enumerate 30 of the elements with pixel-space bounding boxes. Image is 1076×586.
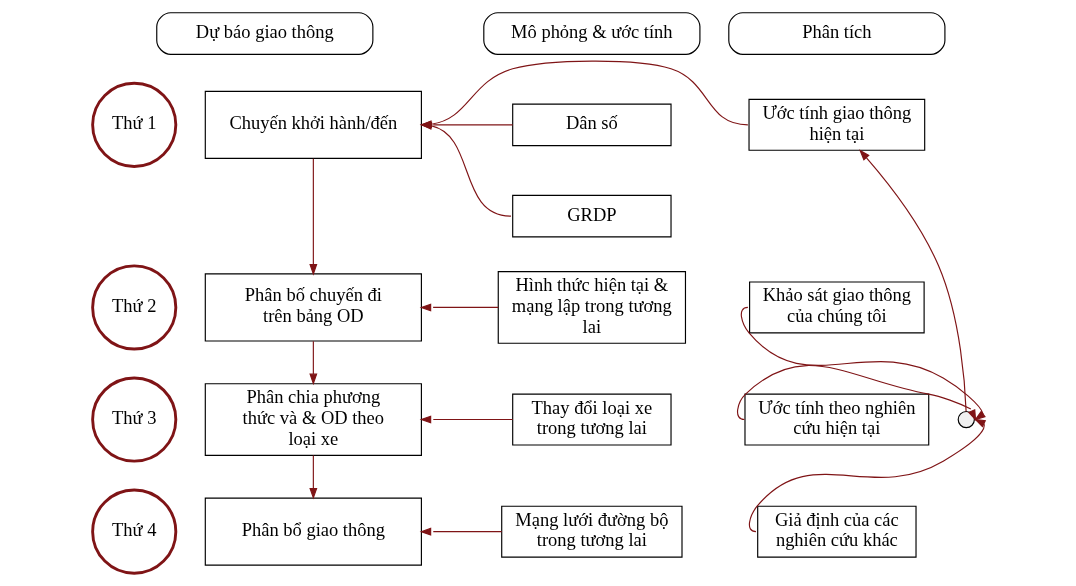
arrow [748,418,986,533]
node-box: Khảo sát giao thông của chúng tôi [748,281,925,334]
node-box: Hình thức hiện tại & mạng lập trong tương lai [497,271,686,344]
node-box: Ước tính theo nghiên cứu hiện tại [743,393,929,446]
arrow [740,306,986,421]
node-box: Phân chia phương thức và & OD theo loại xe [204,383,422,456]
node-circle: Thứ 4 [90,488,177,575]
node-box: Giả định của các nghiên cứu khác [756,505,917,558]
arrow [419,415,513,424]
node-circle: Thứ 2 [90,264,177,351]
node-box: Thay đổi loại xe trong tương lai [511,393,672,446]
node-box: Phân tích [727,12,945,55]
node-box: Chuyến khởi hành/đến [204,90,422,159]
node-box: Phân bổ giao thông [204,497,422,566]
node-box: Ước tính giao thông hiện tại [747,98,925,151]
arrow [308,158,317,276]
arrow [419,527,502,536]
node-circle: Thứ 1 [90,81,177,168]
arrow [736,365,976,422]
arrow [419,303,499,312]
node-box: GRDP [511,194,672,238]
node-box: Mạng lưới đường bộ trong tương lai [500,505,683,558]
arrow [308,340,317,386]
arrow [308,454,317,500]
arrow [858,149,967,412]
node-box: Phân bố chuyến đi trên bảng OD [204,273,422,342]
node-circle: Thứ 3 [90,376,177,463]
node-box: Dự báo giao thông [155,12,373,55]
node-box: Mô phỏng & ước tính [482,12,700,55]
node-box: Dân số [511,103,672,147]
